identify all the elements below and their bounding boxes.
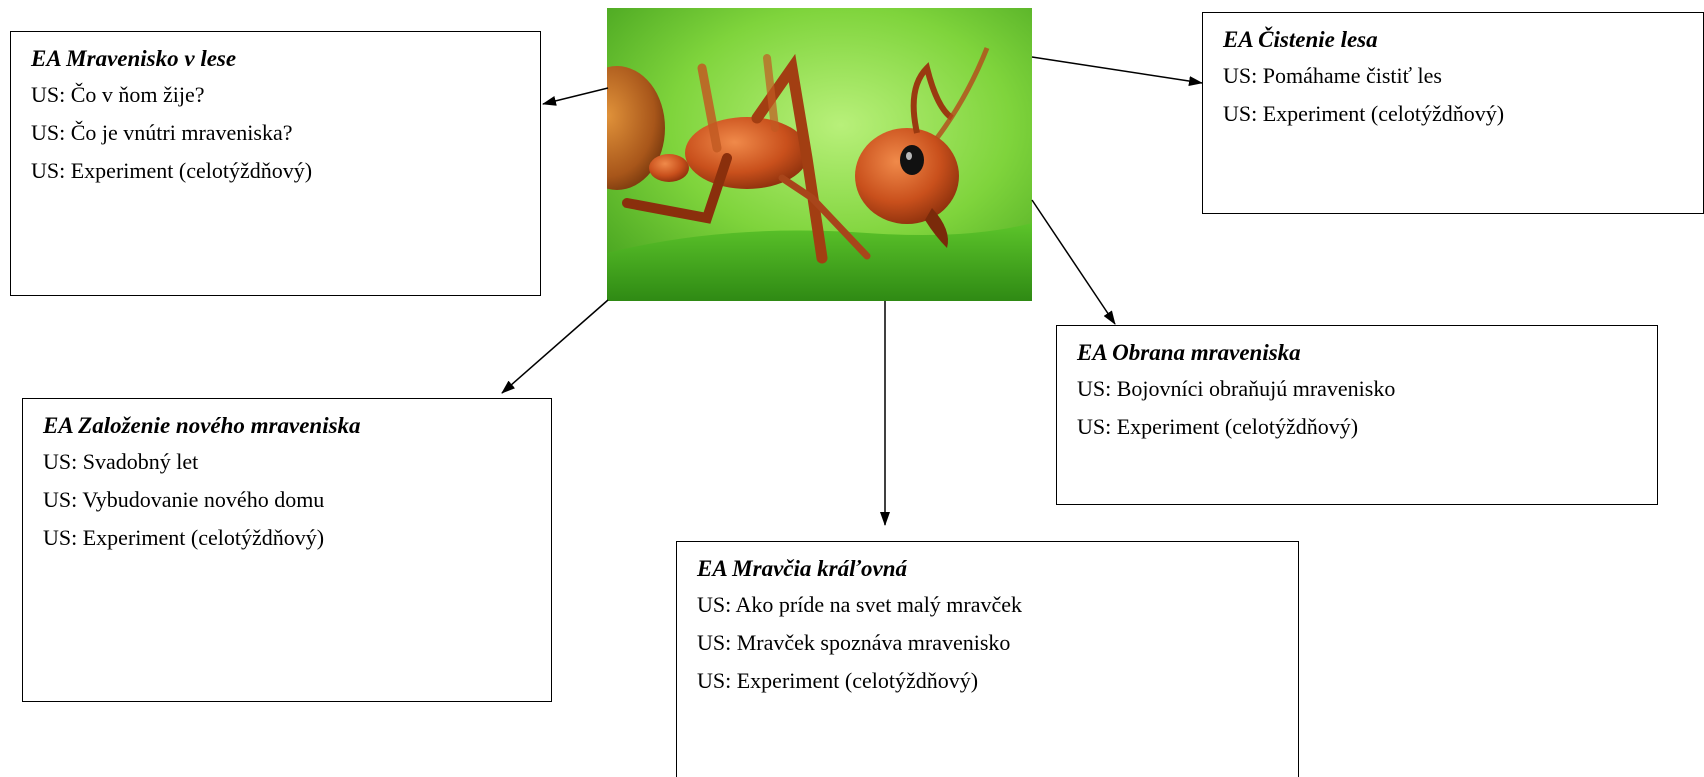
box-zalozenie-noveho-mraveniska: EA Založenie nového mraveniska US: Svado… [22,398,552,702]
box-line: US: Čo je vnútri mraveniska? [31,120,540,146]
box-mravenisko-v-lese: EA Mravenisko v lese US: Čo v ňom žije? … [10,31,541,296]
box-obrana-mraveniska: EA Obrana mraveniska US: Bojovníci obraň… [1056,325,1658,505]
box-cistenie-lesa: EA Čistenie lesa US: Pomáhame čistiť les… [1202,12,1704,214]
box-title: EA Čistenie lesa [1223,27,1703,53]
box-title: EA Mravenisko v lese [31,46,540,72]
box-line: US: Svadobný let [43,449,551,475]
arrow-to-box-4 [502,300,608,393]
box-line: US: Vybudovanie nového domu [43,487,551,513]
arrow-to-box-1 [543,88,608,104]
box-line: US: Bojovníci obraňujú mravenisko [1077,376,1657,402]
ant-photo [607,8,1032,301]
box-mravcia-kralovna: EA Mravčia kráľovná US: Ako príde na sve… [676,541,1299,777]
box-title: EA Obrana mraveniska [1077,340,1657,366]
arrow-to-box-2 [1032,57,1202,83]
box-line: US: Experiment (celotýždňový) [697,668,1298,694]
box-title: EA Mravčia kráľovná [697,556,1298,582]
box-line: US: Experiment (celotýždňový) [1223,101,1703,127]
box-line: US: Experiment (celotýždňový) [1077,414,1657,440]
arrow-to-box-3 [1032,200,1115,324]
box-line: US: Experiment (celotýždňový) [43,525,551,551]
box-line: US: Čo v ňom žije? [31,82,540,108]
box-line: US: Experiment (celotýždňový) [31,158,540,184]
box-title: EA Založenie nového mraveniska [43,413,551,439]
box-line: US: Pomáhame čistiť les [1223,63,1703,89]
box-line: US: Ako príde na svet malý mravček [697,592,1298,618]
box-line: US: Mravček spoznáva mravenisko [697,630,1298,656]
